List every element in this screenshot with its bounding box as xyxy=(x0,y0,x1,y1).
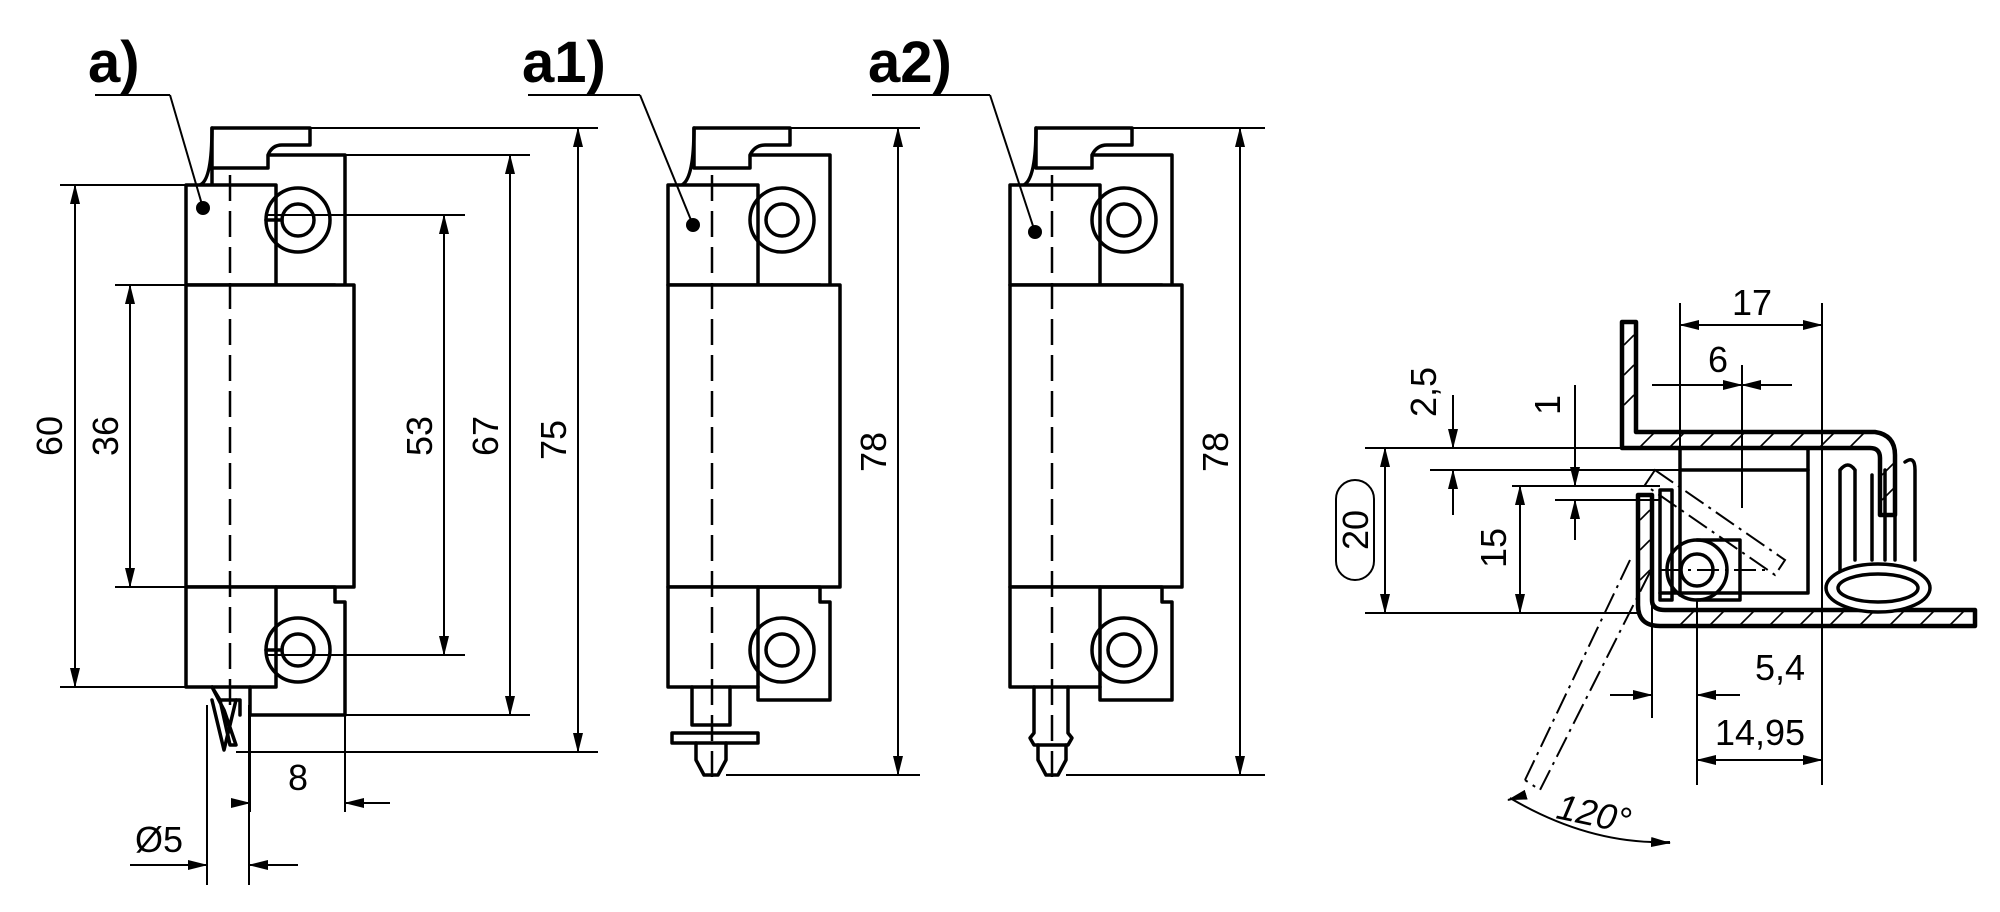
dim-section-15: 15 xyxy=(1473,528,1514,568)
dim-a-53: 53 xyxy=(399,416,440,456)
hinge-section-view: 120° 17 6 2,5 1 20 15 xyxy=(1335,282,1978,848)
dim-section-2-5: 2,5 xyxy=(1403,367,1444,417)
dim-section-6: 6 xyxy=(1708,339,1728,380)
dim-a-d5: Ø5 xyxy=(135,819,183,860)
dim-section-1: 1 xyxy=(1527,395,1568,415)
label-variant-a1: a1) xyxy=(522,30,606,95)
dim-a-8: 8 xyxy=(288,757,308,798)
label-variant-a: a) xyxy=(88,30,140,95)
hinge-variant-a2: a2) 78 xyxy=(868,30,1265,780)
dim-a2-78: 78 xyxy=(1195,432,1236,472)
dim-a-75: 75 xyxy=(533,420,574,460)
hinge-variant-a1: a1) 78 xyxy=(522,30,920,780)
dim-section-17: 17 xyxy=(1732,282,1772,323)
hinge-variant-a: a) 60 36 53 67 75 8 Ø5 xyxy=(29,30,598,885)
dim-a-36: 36 xyxy=(85,416,126,456)
dim-section-angle: 120° xyxy=(1553,786,1634,842)
dim-a-67: 67 xyxy=(465,416,506,456)
dim-section-14-95: 14,95 xyxy=(1715,712,1805,753)
label-variant-a2: a2) xyxy=(868,30,952,95)
hatch-lower xyxy=(1639,509,1965,626)
dim-section-5-4: 5,4 xyxy=(1755,647,1805,688)
dim-section-20: 20 xyxy=(1335,510,1376,550)
dim-a-60: 60 xyxy=(29,416,70,456)
dim-a1-78: 78 xyxy=(853,432,894,472)
